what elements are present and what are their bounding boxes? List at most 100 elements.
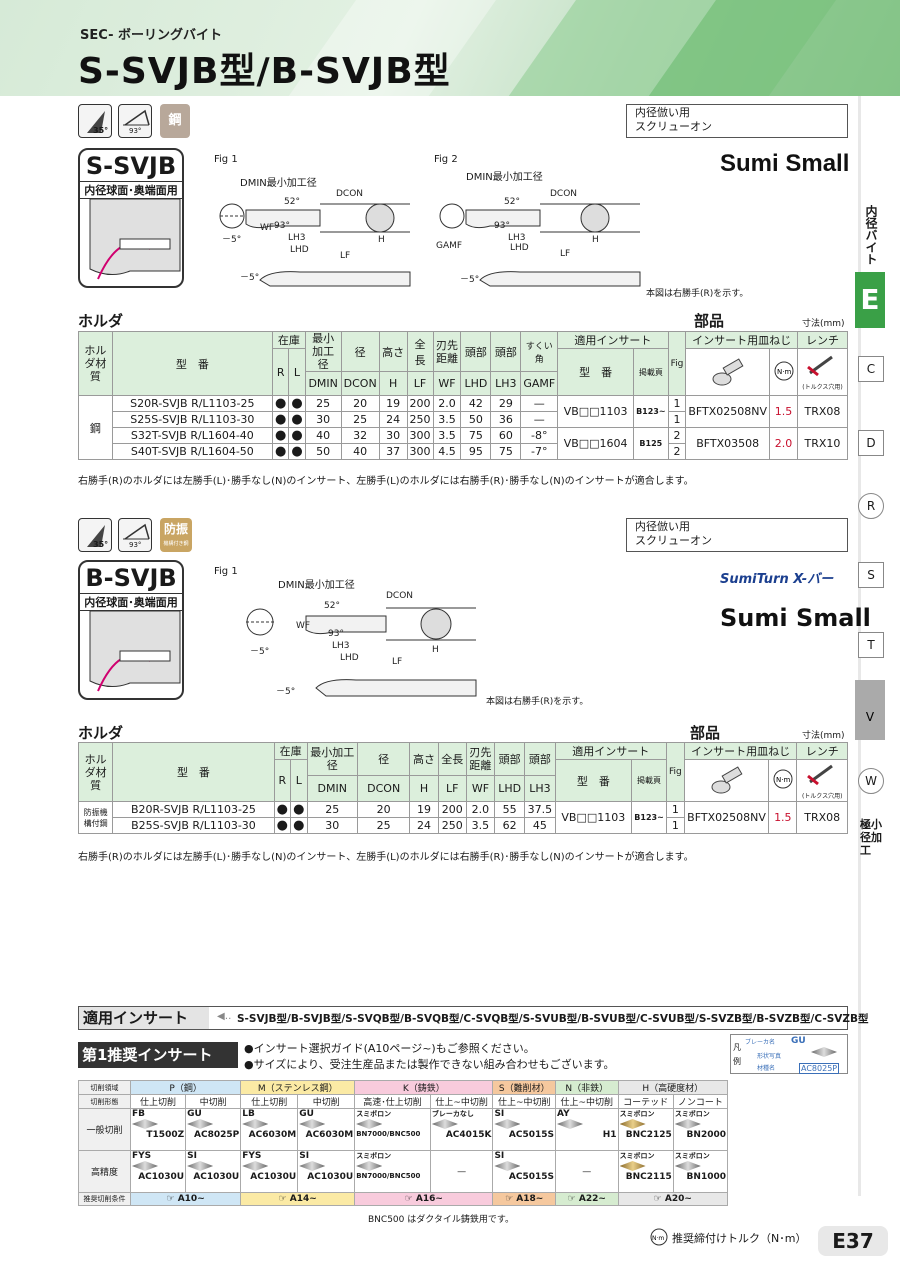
hdr-LF: LF: [437, 775, 467, 802]
side-tab-C[interactable]: C: [858, 356, 884, 382]
section1-name: S-SVJB: [80, 150, 182, 182]
svg-text:N·m: N·m: [652, 1235, 664, 1242]
lf-cell: 200: [437, 801, 467, 818]
model-cell: S32T-SVJB R/L1604-40: [111, 427, 273, 444]
svg-text:WF: WF: [260, 223, 274, 233]
form-cell: 仕上~中切削: [555, 1094, 619, 1109]
hdr-page: 掲載頁: [633, 348, 669, 396]
fig-cell: 1: [667, 395, 687, 412]
fig-cell: 2: [667, 427, 687, 444]
hdr-dia: 径: [356, 742, 411, 776]
cond-H[interactable]: ☞ A20~: [617, 1192, 729, 1206]
arrow-left-icon: ◀‥: [217, 1011, 232, 1022]
hdr-material: ホルダ材質: [77, 742, 114, 802]
hdr-LH3: LH3: [490, 371, 522, 396]
side-tab-T[interactable]: T: [858, 632, 884, 658]
dmin-cell: 30: [306, 817, 358, 834]
section2-fig-dmin: DMIN最小加工径: [278, 580, 355, 591]
svg-text:LHD: LHD: [290, 245, 309, 255]
material-cell: 防振機構付鋼: [77, 801, 114, 834]
section2-logo2: Sumi Small: [720, 604, 871, 632]
cat-M: M（ステンレス鋼）: [240, 1080, 356, 1095]
section2-fig-note: 本図は右勝手(R)を示す。: [486, 697, 589, 707]
cond-M[interactable]: ☞ A14~: [240, 1192, 356, 1206]
svg-text:DCON: DCON: [386, 591, 413, 601]
cond-P[interactable]: ☞ A10~: [129, 1192, 242, 1206]
side-tab-V[interactable]: V: [855, 680, 885, 740]
svg-text:LH3: LH3: [508, 233, 526, 243]
lh3-cell: 45: [524, 817, 556, 834]
insert-icon: [242, 1119, 269, 1129]
hdr-R: R: [271, 348, 290, 396]
insert-page-cell[interactable]: B123~: [633, 395, 669, 428]
stock-R: ●: [273, 801, 292, 818]
fig-cell: 2: [667, 443, 687, 460]
svg-text:－5°: －5°: [240, 273, 259, 283]
insert-page-cell[interactable]: B125: [633, 427, 669, 460]
precision-label: 高精度: [78, 1150, 131, 1193]
side-tab-W[interactable]: W: [858, 768, 884, 794]
section1-fig2-label: Fig 2: [434, 154, 458, 165]
side-tab-E[interactable]: E: [855, 272, 885, 328]
breaker-label: SI: [299, 1151, 310, 1161]
wrench-note: (トルクス穴用): [802, 384, 843, 391]
side-tab-S[interactable]: S: [858, 562, 884, 588]
breaker-label: FB: [132, 1109, 146, 1119]
cond-N-page: A22~: [578, 1194, 606, 1204]
dcon-cell: 32: [340, 427, 380, 444]
cat-S: S（難削材）: [492, 1080, 556, 1095]
legend-material: 材種名: [757, 1065, 776, 1072]
svg-text:N·m: N·m: [777, 368, 791, 376]
side-tab-S-label: S: [867, 568, 875, 582]
hdr-R: R: [273, 759, 292, 802]
h-cell: 37: [378, 443, 408, 460]
breaker-label: SI: [494, 1151, 505, 1161]
hdr-H: H: [378, 371, 408, 396]
svg-text:H: H: [378, 235, 385, 245]
grade-label: H1: [602, 1129, 617, 1140]
applicable-title: 適用インサート: [79, 1007, 209, 1029]
damping-badge-sub: 機構付き鋼: [163, 541, 189, 547]
cond-N[interactable]: ☞ A22~: [555, 1192, 619, 1206]
hdr-wrench: レンチ: [796, 331, 849, 349]
side-tab-R[interactable]: R: [858, 493, 884, 519]
lf-cell: 200: [406, 395, 434, 412]
section1-desc-box: 内径倣い用 スクリューオン: [626, 104, 848, 138]
grade-label: AC6030M: [305, 1129, 354, 1140]
breaker-label: SI: [187, 1151, 197, 1161]
side-tab-V-label: V: [865, 710, 875, 724]
svg-text:52°: 52°: [504, 197, 520, 207]
cat-N: N（非鉄）: [555, 1080, 619, 1095]
hdr-insert: 適用インサート: [554, 742, 667, 760]
cond-K[interactable]: ☞ A16~: [354, 1192, 494, 1206]
hdr-height: 高さ: [409, 742, 439, 776]
hdr-dia: 径: [340, 331, 380, 372]
side-tab-vertical-label: 内径バイト: [864, 205, 878, 265]
side-tab-D[interactable]: D: [858, 430, 884, 456]
svg-text:LHD: LHD: [510, 243, 529, 253]
cond-S[interactable]: ☞ A18~: [492, 1192, 556, 1206]
model-cell: S20R-SVJB R/L1103-25: [111, 395, 273, 412]
stock-L: ●: [290, 817, 308, 834]
svg-text:LHD: LHD: [340, 653, 359, 663]
insert-page-cell[interactable]: B123~: [631, 801, 667, 834]
